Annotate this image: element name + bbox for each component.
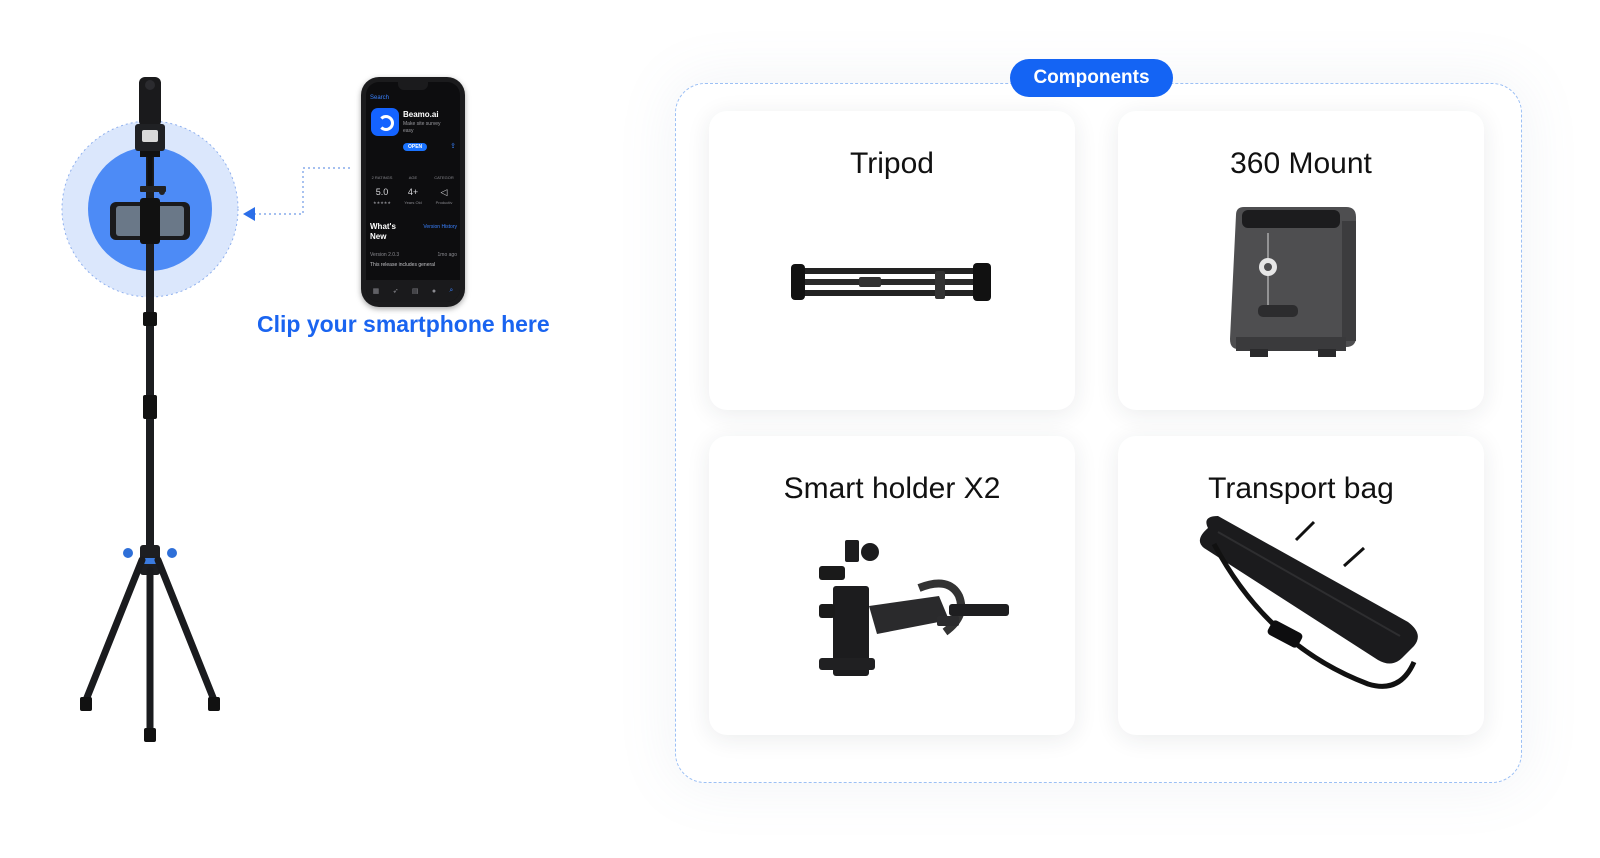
component-card-tripod: Tripod bbox=[709, 111, 1075, 410]
age-sub: Years Old bbox=[404, 200, 422, 205]
transport-bag-image bbox=[1199, 516, 1418, 689]
smart-holder-image bbox=[819, 540, 1009, 676]
share-icon: ⇪ bbox=[450, 143, 456, 150]
release-note: This release includes general bbox=[370, 262, 436, 268]
app-subtitle: Make site survey easy bbox=[403, 121, 441, 134]
rating-value: 5.0 bbox=[375, 187, 389, 197]
tripod-rig-illustration bbox=[61, 77, 350, 742]
component-title: 360 Mount bbox=[1230, 147, 1372, 180]
360-mount-image bbox=[1230, 207, 1356, 357]
category-label: CATEGOR bbox=[434, 175, 454, 180]
app-store-phone-screenshot: Search Beamo.ai Make site survey easy OP… bbox=[361, 77, 465, 307]
arcade-tab-icon: ● bbox=[431, 287, 437, 295]
category-sub: Productiv bbox=[435, 200, 453, 205]
ratings-label: 2 RATINGS bbox=[371, 175, 393, 180]
component-card-360-mount: 360 Mount bbox=[1118, 111, 1484, 410]
callout-arrow-icon bbox=[243, 207, 255, 221]
age-label: AGE bbox=[408, 175, 418, 180]
beamo-app-icon bbox=[371, 108, 399, 136]
component-title: Smart holder X2 bbox=[783, 472, 1001, 505]
games-tab-icon: ➶ bbox=[392, 288, 399, 295]
apps-tab-icon: ▤ bbox=[411, 288, 419, 295]
whats-new-heading: What's New bbox=[370, 222, 396, 241]
component-title: Tripod bbox=[850, 147, 934, 180]
app-name: Beamo.ai bbox=[403, 110, 439, 119]
rating-stars: ★★★★★ bbox=[373, 200, 391, 205]
version-age: 1mo ago bbox=[437, 252, 457, 258]
component-title: Transport bag bbox=[1208, 472, 1394, 505]
version-text: Version 2.0.3 bbox=[370, 252, 400, 258]
component-card-transport-bag: Transport bag bbox=[1118, 436, 1484, 735]
category-icon: ◁ bbox=[440, 187, 448, 197]
app-store-tab-bar: ▦ ➶ ▤ ● ⌕ bbox=[366, 280, 460, 302]
folded-tripod-image bbox=[791, 263, 991, 301]
today-tab-icon: ▦ bbox=[372, 288, 380, 295]
360-camera-icon bbox=[139, 77, 161, 127]
search-tab-icon: ⌕ bbox=[449, 287, 454, 294]
open-button: OPEN bbox=[403, 143, 428, 151]
version-history-link: Version History bbox=[423, 224, 457, 230]
age-value: 4+ bbox=[407, 187, 419, 197]
back-link: Search bbox=[370, 95, 390, 101]
component-card-smart-holder: Smart holder X2 bbox=[709, 436, 1075, 735]
callout-text: Clip your smartphone here bbox=[257, 311, 550, 337]
callout-connector bbox=[254, 167, 350, 215]
components-badge: Components bbox=[1010, 59, 1173, 97]
